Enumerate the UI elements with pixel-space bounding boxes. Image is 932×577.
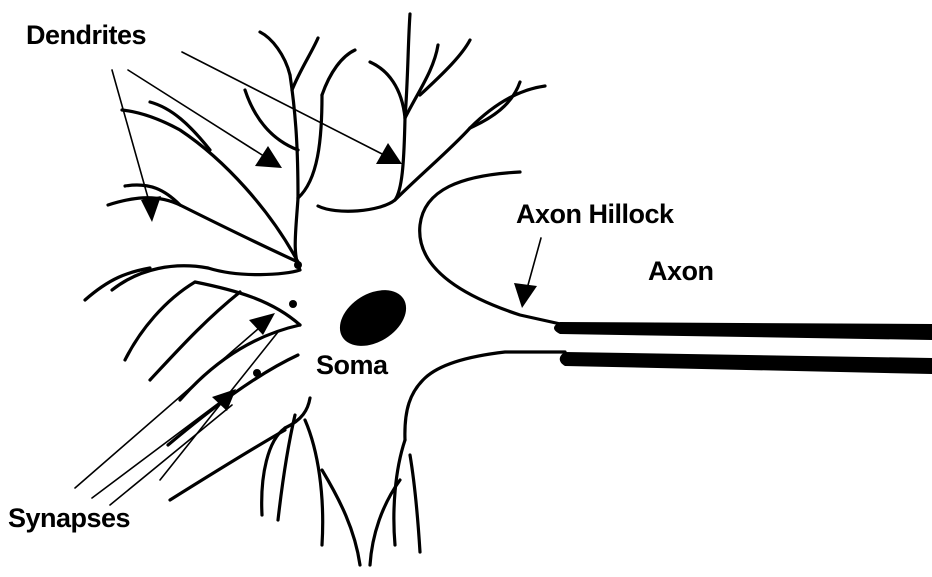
- dendrites-pointers: [112, 52, 402, 222]
- nucleus: [330, 279, 416, 358]
- soma-outline: [195, 118, 565, 440]
- synapse-dot: [253, 369, 261, 377]
- synapse-dot: [289, 300, 297, 308]
- hillock-pointer: [514, 238, 541, 308]
- axon-fiber: [554, 322, 932, 374]
- soma-label: Soma: [316, 352, 388, 379]
- dendrite-branches-lower: [262, 415, 420, 565]
- synapses-pointers: [75, 313, 278, 505]
- dendrites-label: Dendrites: [26, 22, 146, 49]
- synapses-label: Synapses: [8, 505, 130, 532]
- synapse-dot: [294, 261, 302, 269]
- axon-hillock-label: Axon Hillock: [516, 201, 674, 228]
- axon-label: Axon: [648, 258, 714, 285]
